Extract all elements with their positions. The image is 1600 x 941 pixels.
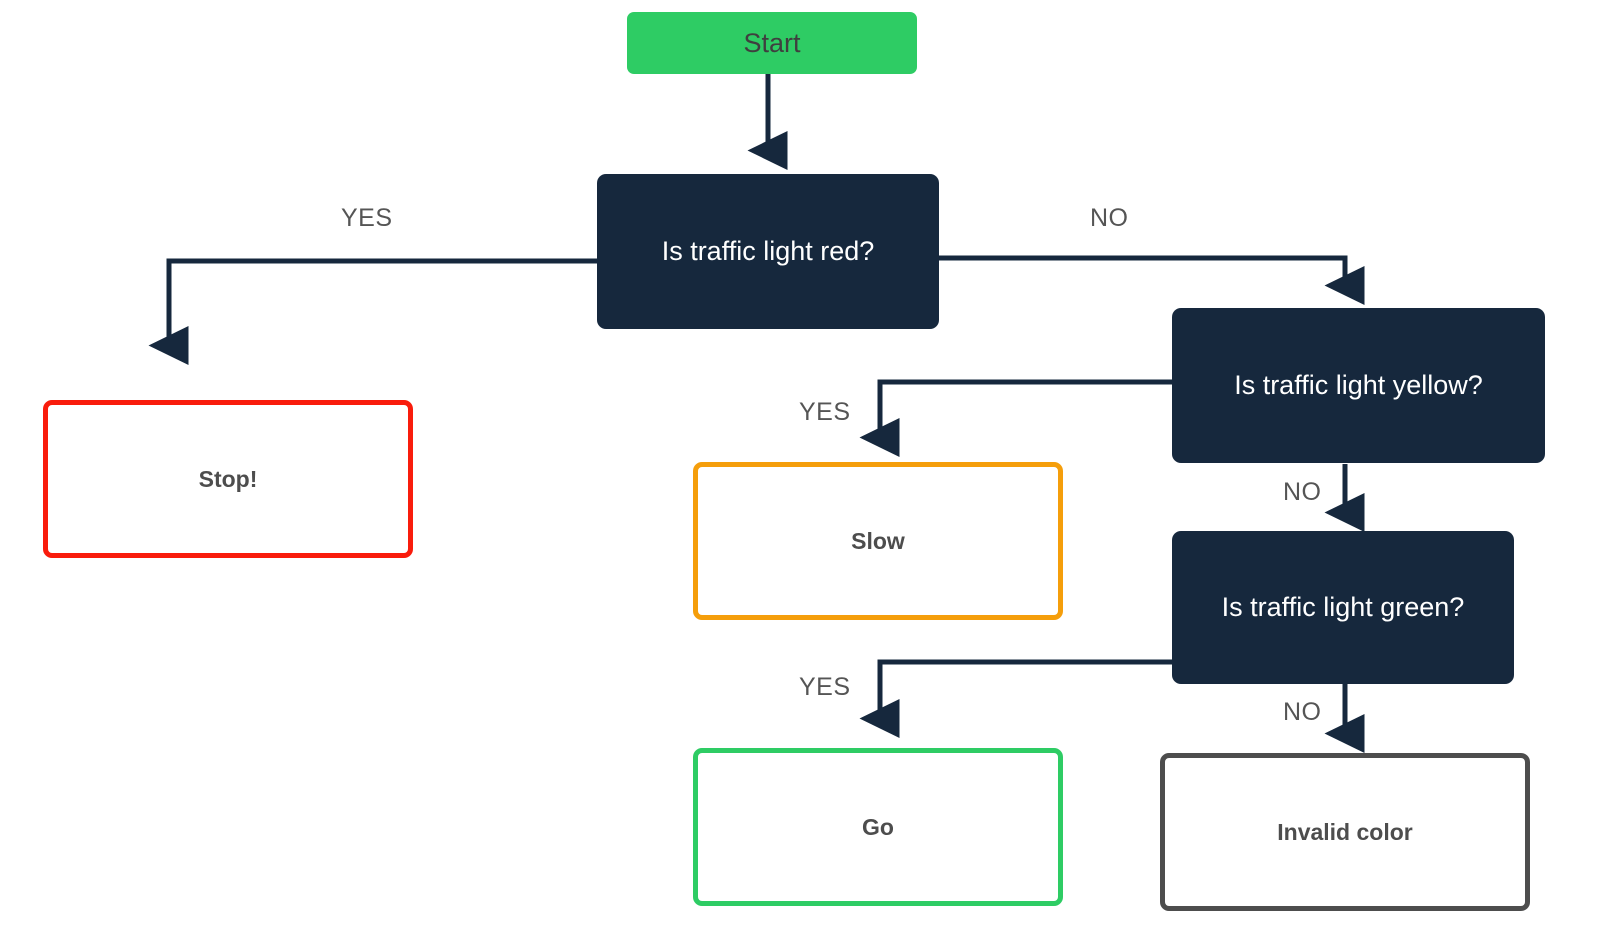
- node-stop-label: Stop!: [198, 465, 258, 492]
- node-go-label: Go: [862, 813, 894, 840]
- node-invalid-color-label: Invalid color: [1277, 818, 1413, 845]
- edge-red-no-to-yellow: [939, 255, 1365, 305]
- edge-label-green-yes: YES: [799, 673, 851, 701]
- node-question-yellow[interactable]: Is traffic light yellow?: [1172, 308, 1545, 463]
- node-question-red-label: Is traffic light red?: [661, 236, 875, 266]
- node-question-green[interactable]: Is traffic light green?: [1172, 531, 1514, 684]
- node-stop[interactable]: Stop!: [43, 400, 413, 558]
- node-slow-label: Slow: [851, 527, 905, 554]
- node-question-yellow-label: Is traffic light yellow?: [1234, 370, 1483, 400]
- node-start[interactable]: Start: [627, 12, 917, 74]
- node-invalid-color[interactable]: Invalid color: [1160, 753, 1530, 911]
- edge-label-red-no: NO: [1090, 204, 1129, 232]
- edge-label-green-no: NO: [1283, 698, 1322, 726]
- edge-label-red-yes: YES: [341, 204, 393, 232]
- node-start-label: Start: [743, 27, 801, 58]
- edge-green-yes-to-go: [859, 659, 1172, 738]
- edge-label-yellow-no: NO: [1283, 478, 1322, 506]
- node-slow[interactable]: Slow: [693, 462, 1063, 620]
- node-go[interactable]: Go: [693, 748, 1063, 906]
- edge-label-yellow-yes: YES: [799, 398, 851, 426]
- edge-red-yes-to-stop: [148, 258, 597, 365]
- node-question-red[interactable]: Is traffic light red?: [597, 174, 939, 329]
- edge-yellow-yes-to-slow: [859, 379, 1172, 457]
- node-question-green-label: Is traffic light green?: [1221, 592, 1465, 622]
